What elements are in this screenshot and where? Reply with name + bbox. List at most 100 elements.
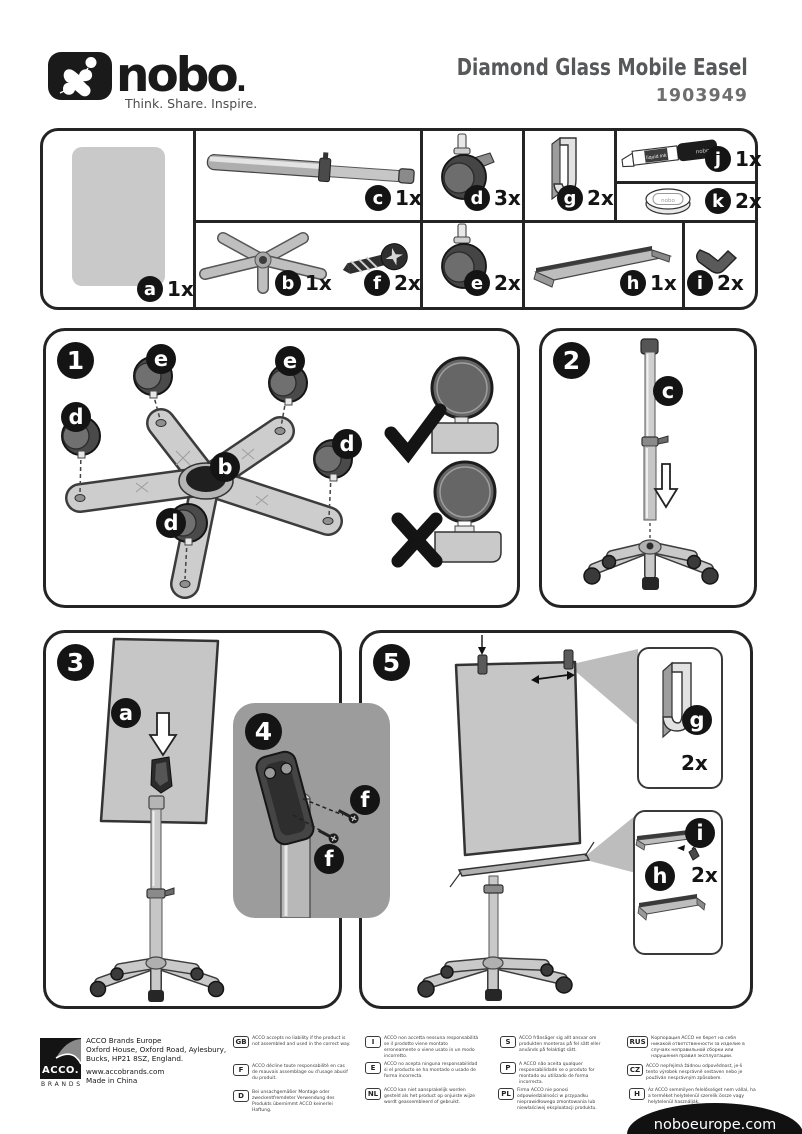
- hook-qty: 2x: [681, 751, 708, 775]
- step5-label-i: i: [685, 818, 715, 848]
- part-qty-b: 1x: [305, 271, 332, 295]
- part-label-c: c: [365, 185, 391, 211]
- address-line: www.accobrands.com: [86, 1067, 165, 1077]
- part-f-screw-illustration: [342, 243, 408, 274]
- step-5-illustration: [417, 635, 638, 1001]
- part-qty-i: 2x: [717, 271, 744, 295]
- step-1-number: 1: [57, 342, 94, 379]
- part-label-j: j: [705, 146, 731, 172]
- step5-label-h: h: [645, 861, 675, 891]
- step-4-panel: 4 f f: [233, 703, 390, 918]
- website-url: noboeurope.com: [653, 1117, 777, 1133]
- step1-label-e-1: e: [146, 344, 176, 374]
- step2-label-c: c: [653, 376, 683, 406]
- svg-text:liquid ink: liquid ink: [646, 153, 667, 161]
- lang-badge-f: F: [233, 1064, 249, 1076]
- part-label-d: d: [464, 185, 490, 211]
- part-a-board-illustration: [72, 147, 165, 286]
- lang-badge-h: H: [629, 1088, 645, 1100]
- step-1-panel: 1 e e d d d b: [43, 328, 520, 608]
- hook-callout-box: g 2x: [637, 647, 723, 789]
- part-i-clip-illustration: [696, 249, 738, 274]
- part-label-e: e: [464, 270, 490, 296]
- part-label-a: a: [137, 276, 163, 302]
- svg-text:nobo: nobo: [696, 148, 711, 156]
- part-qty-g: 2x: [587, 186, 614, 210]
- lang-badge-cz: CZ: [627, 1064, 643, 1076]
- step-2-panel: 2 c: [539, 328, 757, 608]
- brand-tagline: Think. Share. Inspire.: [125, 96, 258, 111]
- step4-label-f-2: f: [314, 844, 344, 874]
- tray-qty: 2x: [691, 863, 718, 887]
- lang-badge-s: S: [500, 1036, 516, 1048]
- tray-h-illustration: [635, 830, 707, 921]
- lang-badge-gb: GB: [233, 1036, 250, 1048]
- part-qty-k: 2x: [735, 189, 762, 213]
- part-qty-f: 2x: [394, 271, 421, 295]
- step-1-illustration: [61, 356, 502, 599]
- part-qty-e: 2x: [494, 271, 521, 295]
- step1-label-d-2: d: [332, 429, 362, 459]
- step-4-illustration: [255, 750, 359, 918]
- step1-label-d-1: d: [61, 402, 91, 432]
- step5-label-g: g: [682, 705, 712, 735]
- part-qty-j: 1x: [735, 147, 762, 171]
- address-line: Made in China: [86, 1076, 138, 1086]
- step-5-panel: 5 g 2x i h 2x: [359, 630, 753, 1009]
- part-g-hook-illustration: [551, 136, 577, 201]
- part-c-pole-illustration: [206, 152, 415, 185]
- acco-logo: ACCO.: [40, 1038, 81, 1079]
- lang-badge-d: D: [233, 1090, 249, 1102]
- part-qty-a: 1x: [167, 277, 194, 301]
- part-b-base-illustration: [199, 232, 327, 294]
- lang-badge-i: I: [365, 1036, 381, 1048]
- step1-label-e-2: e: [275, 346, 305, 376]
- tray-callout-box: i h 2x: [633, 810, 723, 955]
- part-label-k: k: [705, 188, 731, 214]
- header: nobo. Think. Share. Inspire. Diamond Gla…: [0, 0, 802, 120]
- part-k-magnet-illustration: nobo: [645, 188, 691, 215]
- address-block: ACCO Brands Europe Oxford House, Oxford …: [86, 1036, 227, 1086]
- address-line: ACCO Brands Europe: [86, 1036, 162, 1045]
- lang-badge-pl: PL: [498, 1088, 514, 1100]
- address-line: Oxford House, Oxford Road, Aylesbury,: [86, 1044, 227, 1054]
- page-title: Diamond Glass Mobile Easel: [457, 55, 748, 81]
- part-label-i: i: [687, 270, 713, 296]
- part-label-b: b: [275, 270, 301, 296]
- step1-label-b: b: [210, 452, 240, 482]
- step-3-number: 3: [57, 644, 94, 681]
- step-3-illustration: [89, 637, 225, 1002]
- part-qty-c: 1x: [395, 186, 422, 210]
- nobo-logo-icon: [48, 52, 112, 100]
- acco-brands-text: BRANDS: [41, 1081, 83, 1088]
- product-number: 1903949: [655, 86, 748, 106]
- lang-badge-e: E: [365, 1062, 381, 1074]
- part-qty-h: 1x: [650, 271, 677, 295]
- step-5-number: 5: [373, 644, 410, 681]
- svg-text:nobo: nobo: [661, 198, 675, 204]
- part-label-g: g: [557, 185, 583, 211]
- step-2-number: 2: [553, 342, 590, 379]
- part-label-h: h: [620, 270, 646, 296]
- acco-logo-text: ACCO.: [42, 1065, 79, 1076]
- lang-badge-rus: RUS: [627, 1036, 649, 1048]
- lang-badge-nl: NL: [365, 1088, 381, 1100]
- step1-label-d-3: d: [156, 508, 186, 538]
- part-h-tray-illustration: [533, 246, 673, 288]
- step-2-illustration: [583, 338, 719, 590]
- step3-label-a: a: [111, 698, 141, 728]
- part-qty-d: 3x: [494, 186, 521, 210]
